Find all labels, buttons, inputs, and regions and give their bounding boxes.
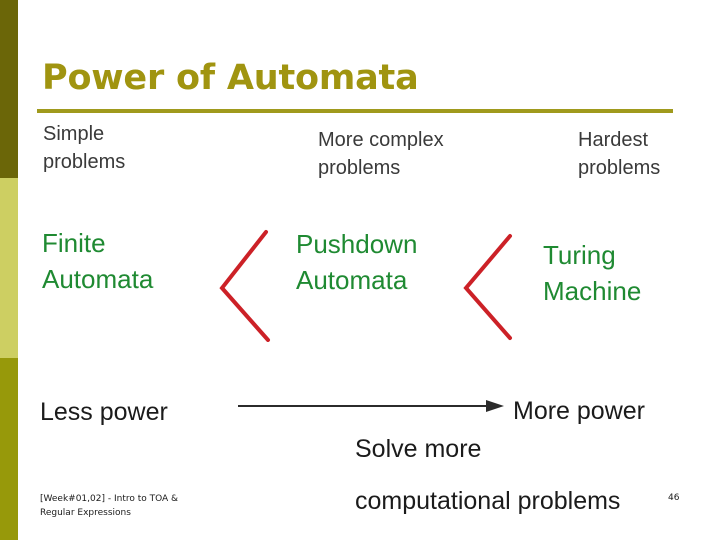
arrow-right-icon xyxy=(238,398,506,418)
power-label-less: Less power xyxy=(40,398,168,426)
page-number: 46 xyxy=(668,493,680,503)
problem-label-hardest: Hardest problems xyxy=(578,129,661,179)
machine-label-pushdown-automata: Pushdown Automata xyxy=(296,229,418,295)
problem-label-simple: Simple problems xyxy=(43,123,126,173)
sidebar-band-bottom xyxy=(0,358,18,540)
machine-label-finite-automata: Finite Automata xyxy=(42,228,154,294)
footer-course-label: [Week#01,02] - Intro to TOA & Regular Ex… xyxy=(40,494,179,518)
chevron-left-icon-2 xyxy=(460,230,520,346)
slide-title: Power of Automata xyxy=(42,58,419,98)
title-underline-rule xyxy=(37,109,673,113)
chevron-left-icon-1 xyxy=(216,222,276,346)
machine-label-turing-machine: Turing Machine xyxy=(543,240,642,306)
power-label-more: More power xyxy=(513,397,645,425)
conclusion-line-1: Solve more xyxy=(355,435,482,463)
sidebar-band-middle xyxy=(0,178,18,358)
sidebar-band-top xyxy=(0,0,18,178)
conclusion-line-2: computational problems xyxy=(355,487,621,515)
problem-label-more-complex: More complex problems xyxy=(318,129,444,179)
